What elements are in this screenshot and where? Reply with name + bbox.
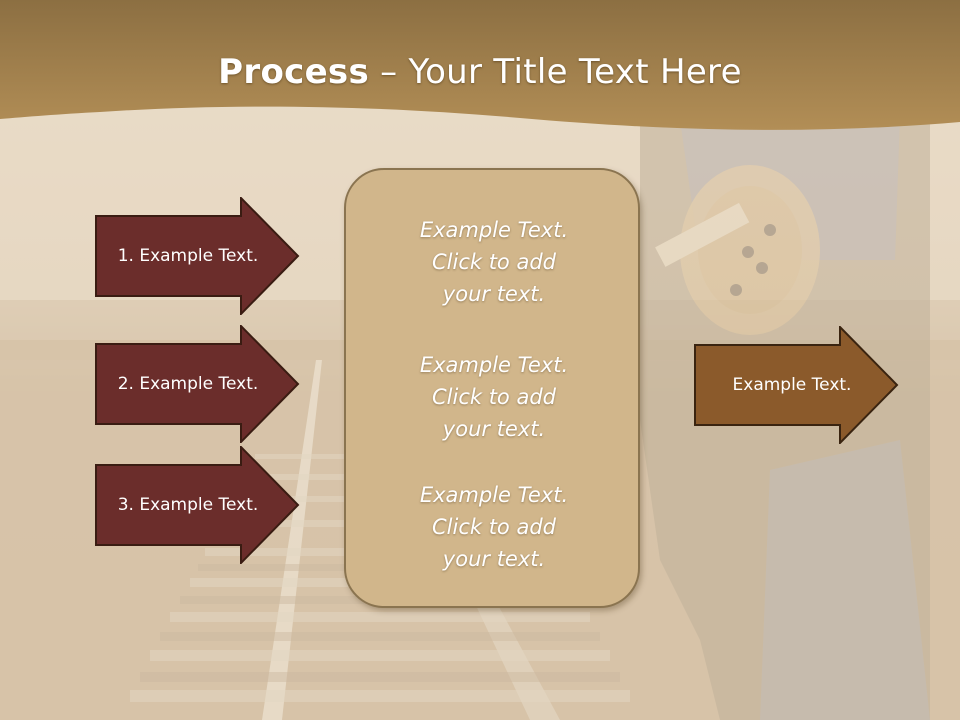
center-paragraph-2[interactable]: Example Text. Click to add your text. — [346, 349, 642, 445]
paragraph-line: Click to add — [431, 385, 556, 409]
paragraph-line: your text. — [442, 282, 546, 306]
paragraph-line: Example Text. — [419, 483, 569, 507]
result-arrow[interactable]: Example Text. — [694, 326, 900, 444]
paragraph-line: Click to add — [431, 515, 556, 539]
slide-title[interactable]: Process – Your Title Text Here — [0, 52, 960, 92]
arrow-shape — [694, 326, 899, 444]
process-step-3-label: 3. Example Text. — [117, 495, 259, 515]
process-step-1-arrow[interactable]: 1. Example Text. — [95, 197, 301, 315]
arrow-shape — [95, 446, 300, 564]
center-paragraph-1[interactable]: Example Text. Click to add your text. — [346, 214, 642, 310]
title-bold: Process — [218, 52, 370, 92]
arrow-shape — [95, 197, 300, 315]
result-arrow-label: Example Text. — [732, 375, 852, 395]
paragraph-line: Click to add — [431, 250, 556, 274]
center-text-box[interactable]: Example Text. Click to add your text. Ex… — [344, 168, 640, 608]
paragraph-line: Example Text. — [419, 218, 569, 242]
arrow-shape — [95, 325, 300, 443]
title-rest: – Your Title Text Here — [369, 52, 742, 92]
paragraph-line: Example Text. — [419, 353, 569, 377]
process-step-1-label: 1. Example Text. — [117, 246, 259, 266]
process-step-2-label: 2. Example Text. — [117, 374, 259, 394]
process-step-3-arrow[interactable]: 3. Example Text. — [95, 446, 301, 564]
paragraph-line: your text. — [442, 417, 546, 441]
center-paragraph-3[interactable]: Example Text. Click to add your text. — [346, 479, 642, 575]
process-step-2-arrow[interactable]: 2. Example Text. — [95, 325, 301, 443]
paragraph-line: your text. — [442, 547, 546, 571]
